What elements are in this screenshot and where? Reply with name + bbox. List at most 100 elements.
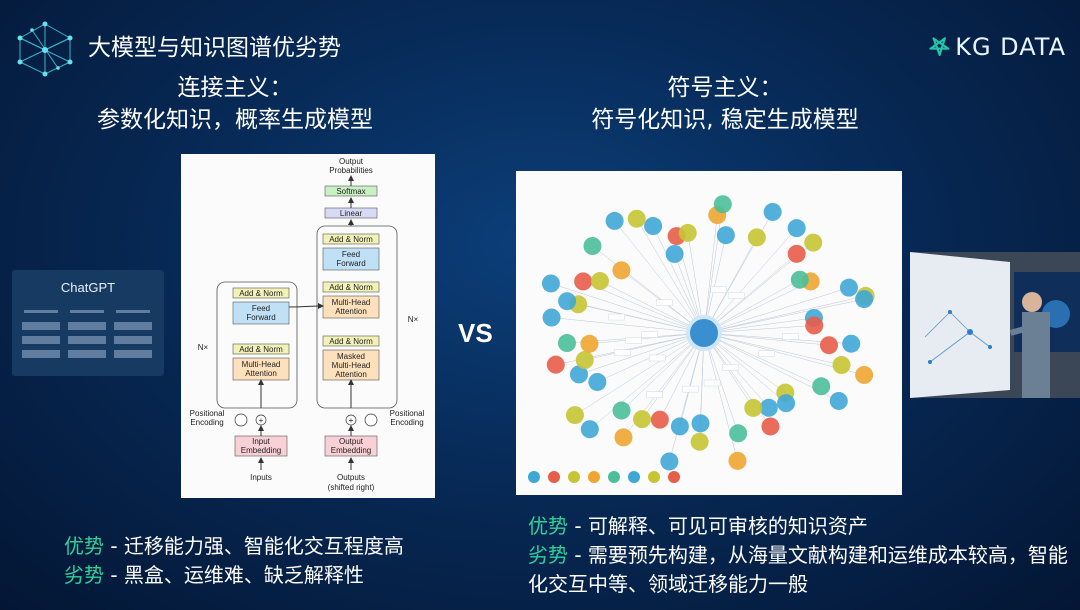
kg-node (557, 334, 576, 353)
kg-node (804, 233, 823, 252)
kg-node (832, 356, 851, 375)
kg-legend-dot (648, 471, 660, 483)
dec-sine-icon (364, 413, 378, 427)
kg-edge-label-box (782, 333, 799, 340)
kg-node (763, 202, 782, 221)
slide-title: 大模型与知识图谱优劣势 (88, 35, 341, 61)
kg-edge-label-box (649, 354, 666, 362)
kg-node (678, 223, 697, 242)
kg-node (819, 336, 838, 355)
kg-legend-dot (628, 471, 640, 483)
kg-node (650, 410, 669, 429)
kg-node (805, 316, 824, 335)
kg-hub-node (686, 315, 722, 351)
kg-legend-dot (528, 471, 540, 483)
kg-node (614, 428, 633, 447)
kg-node (777, 394, 796, 413)
knowledge-graph-network (528, 195, 875, 483)
kg-node (644, 217, 663, 236)
left-heading-line1: 连接主义： (177, 75, 293, 101)
kg-node (787, 219, 806, 238)
output-embedding-label-1: Output (339, 437, 364, 446)
enc-mha-label-1: Multi-Head (242, 360, 281, 369)
enc-pos-label-2: Encoding (190, 418, 223, 427)
dec-addnorm-2: Add & Norm (329, 283, 373, 292)
encoder-stack (216, 281, 298, 409)
left-cons-text: - 黑盒、运维难、缺乏解释性 (104, 563, 364, 587)
kg-node (744, 398, 763, 417)
dec-masked-label-1: Masked (337, 352, 365, 361)
kg-edge-label-box (703, 379, 721, 387)
right-heading-line2: 符号化知识, 稳定生成模型 (591, 107, 859, 133)
left-heading: 连接主义： 参数化知识，概率生成模型 (60, 72, 410, 136)
network-logo-icon (17, 21, 73, 77)
brand-name: KG DATA (955, 33, 1066, 61)
input-embedding-label-1: Input (252, 437, 271, 446)
kg-node (842, 334, 861, 353)
kg-edge-label-box (614, 349, 631, 356)
kg-node (565, 406, 584, 425)
kg-node (759, 398, 778, 417)
brand-mark-icon: 𖤐 (928, 33, 952, 61)
kg-node (612, 261, 631, 280)
inputs-label: Inputs (250, 473, 272, 482)
decoder-nx-label: N× (408, 315, 419, 324)
left-pros-text: - 迁移能力强、智能化交互程度高 (104, 534, 404, 558)
enc-addnorm-1: Add & Norm (239, 345, 283, 354)
chatgpt-title: ChatGPT (60, 280, 116, 295)
kg-edge-label-box (710, 286, 727, 293)
kg-node (670, 417, 689, 436)
outputs-label-1: Outputs (337, 473, 365, 482)
outputs-label-2: (shifted right) (328, 483, 375, 492)
kg-node (633, 410, 652, 429)
kg-edge-label-box (641, 331, 658, 338)
dec-pos-label-2: Encoding (390, 418, 423, 427)
kg-legend-dot (588, 471, 600, 483)
left-pros: 优势 - 迁移能力强、智能化交互程度高 (64, 532, 484, 561)
right-pros-cons: 优势 - 可解释、可见可审核的知识资产 劣势 - 需要预先构建，从海量文献构建和… (528, 512, 1073, 599)
kg-node (558, 292, 577, 311)
enc-sine-icon (234, 413, 248, 427)
right-pros-text: - 可解释、可见可审核的知识资产 (568, 514, 868, 538)
kg-legend-dot (548, 471, 560, 483)
transformer-diagram: Output Probabilities Softmax Linear N× A… (181, 154, 435, 498)
kg-node (575, 351, 594, 370)
kg-node (541, 274, 560, 293)
kg-node (580, 334, 599, 353)
kg-node (665, 244, 684, 263)
chatgpt-panel: ChatGPT (12, 270, 164, 376)
kg-node (580, 420, 599, 439)
kg-edge-label-box (625, 337, 643, 344)
dec-mha-label-2: Attention (335, 307, 367, 316)
dec-pos-label-1: Positional (390, 409, 425, 418)
input-embedding-label-2: Embedding (241, 446, 281, 455)
kg-edge-label-box (608, 313, 625, 321)
kg-node (569, 365, 588, 384)
kg-node (812, 377, 831, 396)
kg-node (590, 272, 609, 291)
presenter-photo (910, 252, 1080, 398)
right-heading-line1: 符号主义： (667, 75, 783, 101)
kg-node (605, 211, 624, 230)
kg-node (790, 270, 809, 289)
softmax-label: Softmax (336, 187, 365, 196)
kg-node (713, 195, 732, 214)
enc-ff-label-2: Forward (246, 313, 275, 322)
enc-mha-label-2: Attention (245, 369, 277, 378)
knowledge-graph-image (516, 171, 902, 495)
enc-pos-label-1: Positional (190, 409, 225, 418)
left-cons: 劣势 - 黑盒、运维难、缺乏解释性 (64, 561, 484, 590)
kg-node (627, 209, 646, 228)
kg-node (574, 272, 593, 291)
right-cons-text: - 需要预先构建，从海量文献构建和运维成本较高，智能化交互中等、领域迁移能力一般 (528, 543, 1068, 596)
left-pros-label: 优势 (64, 534, 104, 558)
kg-node (761, 417, 780, 436)
kg-node (542, 308, 561, 327)
kg-edge-label-box (656, 299, 673, 306)
output-embedding-label-2: Embedding (331, 446, 371, 455)
output-probabilities-label-2: Probabilities (329, 166, 373, 175)
kg-node (829, 391, 848, 410)
kg-legend-dot (668, 471, 680, 483)
kg-node (690, 432, 709, 451)
dec-ff-label-1: Feed (342, 250, 360, 259)
